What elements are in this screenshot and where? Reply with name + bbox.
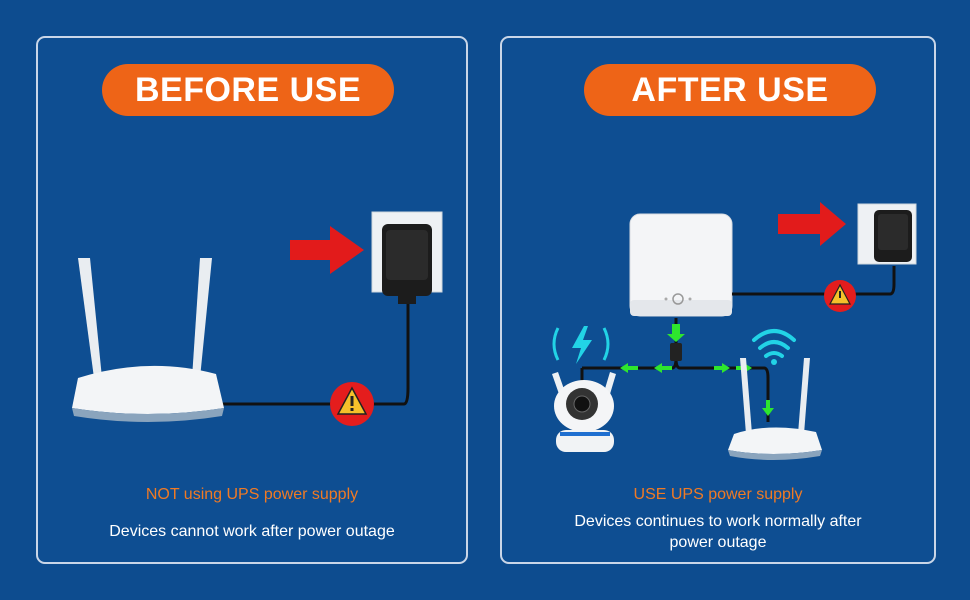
flow-arrows [620, 324, 774, 416]
router-icon [728, 358, 822, 460]
after-use-panel: AFTER USE [500, 36, 936, 564]
ups-box-icon [629, 213, 733, 317]
ups-power-cable [732, 266, 896, 296]
wifi-icon [752, 329, 796, 365]
power-adapter-icon [371, 211, 443, 304]
after-use-heading: AFTER USE [584, 64, 876, 116]
router-icon [72, 258, 224, 422]
after-description: Devices continues to work normally after… [574, 513, 862, 551]
red-arrow-icon [778, 202, 846, 246]
charging-icon [552, 326, 610, 364]
security-camera-icon [552, 372, 616, 452]
cable-splitter [670, 343, 682, 361]
power-cable [213, 300, 410, 406]
red-arrow-icon [290, 226, 364, 274]
before-use-heading: BEFORE USE [102, 64, 394, 116]
before-use-illustration [72, 211, 443, 426]
after-caption: USE UPS power supply [633, 486, 803, 503]
warning-icon [824, 280, 856, 312]
before-use-panel: BEFORE USE NOT using UPS powe [36, 36, 468, 564]
before-caption: NOT using UPS power supply [145, 486, 359, 503]
after-use-illustration [552, 202, 917, 460]
power-adapter-icon [857, 203, 917, 265]
warning-icon [330, 382, 374, 426]
before-description: Devices cannot work after power outage [109, 523, 395, 540]
